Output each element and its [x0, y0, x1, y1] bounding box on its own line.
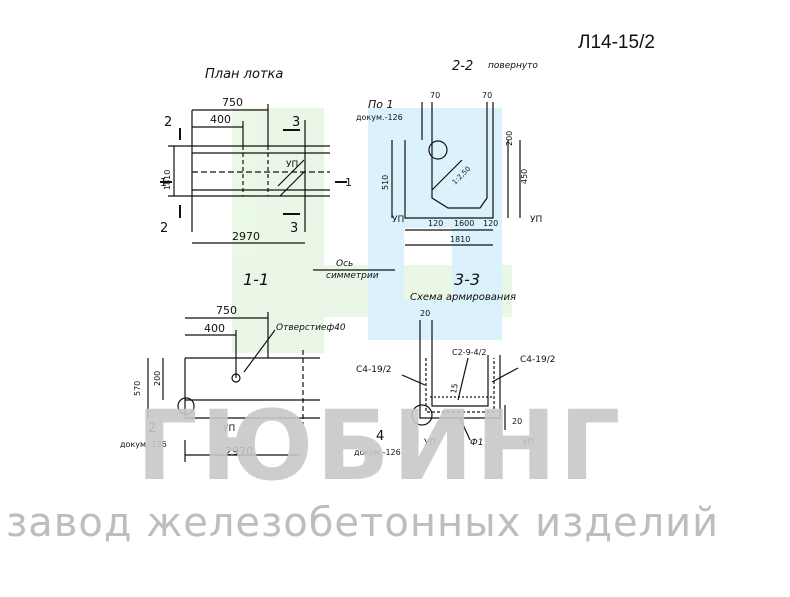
section-3-3-dim-20a: 20 — [420, 309, 430, 318]
section-1-1-ref-item: 2 — [148, 421, 156, 436]
section-1-1-hole: Отверстиеф40 — [276, 323, 346, 333]
watermark-name: ГЮБИНГ — [136, 390, 624, 502]
plan-dim-1810: 1810 — [163, 170, 172, 190]
section-1-1-dim-2970: 2970 — [225, 445, 253, 458]
plan-view — [160, 104, 347, 244]
document-code: Л14-15/2 — [578, 32, 655, 53]
section-3-3-mesh-right: С4-19/2 — [520, 355, 555, 365]
section-2-2-dim-450: 450 — [520, 169, 529, 184]
section-3-3-title: 3-3 — [454, 270, 480, 289]
section-2-2-dim-1600: 1600 — [454, 219, 474, 228]
section-2-2-dim-510: 510 — [381, 175, 390, 190]
section-1-1-dim-750: 750 — [216, 304, 237, 317]
section-1-1-dim-400: 400 — [204, 322, 225, 335]
section-2-2-dim-120a: 120 — [428, 219, 443, 228]
watermark-tagline: завод железобетонных изделий — [6, 500, 720, 546]
section-2-2-view — [391, 102, 521, 246]
section-1-1-up: УП — [223, 424, 235, 434]
section-2-2-ref-doc: докум.-126 — [356, 113, 403, 122]
section-3-3-ref-item: 4 — [376, 429, 384, 444]
plan-dim-750: 750 — [222, 96, 243, 109]
section-1-1-dim-200: 200 — [153, 371, 162, 386]
plan-cut-2-bottom: 2 — [160, 221, 168, 236]
section-3-3-subtitle: Схема армирования — [410, 292, 516, 303]
plan-up-label: УП — [286, 160, 298, 170]
section-3-3-mesh-left: С4-19/2 — [356, 365, 391, 375]
plan-dim-400: 400 — [210, 113, 231, 126]
section-2-2-dim-70a: 70 — [430, 91, 440, 100]
section-3-3-up-a: УП — [424, 438, 436, 448]
section-3-3-dim-20b: 20 — [512, 417, 522, 426]
plan-title: План лотка — [205, 67, 283, 82]
axis-label-line1: Ось — [336, 259, 353, 269]
section-3-3-mesh-mid: С2-9-4/2 — [452, 348, 486, 357]
watermark-logo — [232, 108, 512, 353]
section-2-2-ref-item: По 1 — [368, 98, 394, 111]
axis-label-line2: симметрии — [326, 271, 379, 281]
section-2-2-dim-200: 200 — [505, 131, 514, 146]
plan-cut-3-top: 3 — [292, 115, 300, 130]
section-2-2-dim-120b: 120 — [483, 219, 498, 228]
section-3-3-view — [401, 320, 519, 441]
plan-cut-1-right: 1 — [345, 176, 352, 189]
section-2-2-dim-70b: 70 — [482, 91, 492, 100]
section-2-2-up-right: УП — [530, 215, 542, 225]
plan-dim-2970: 2970 — [232, 230, 260, 243]
section-2-2-subtitle: повернуто — [488, 61, 538, 71]
plan-cut-3-bottom: 3 — [290, 221, 298, 236]
section-3-3-label-15: 15 — [449, 383, 460, 395]
section-2-2-dim-1810: 1810 — [450, 235, 470, 244]
section-1-1-title: 1-1 — [243, 270, 269, 289]
plan-cut-1-left: 1 — [160, 176, 167, 189]
section-1-1-view — [147, 312, 320, 462]
section-2-2-up-left: УП — [392, 215, 404, 225]
section-2-2-title: 2-2 — [452, 59, 473, 74]
section-1-1-dim-570: 570 — [133, 381, 142, 396]
section-1-1-ref-doc: докум.-126 — [120, 440, 167, 449]
section-3-3-up-b: УП — [522, 438, 534, 448]
plan-cut-2-top: 2 — [164, 115, 172, 130]
section-3-3-phi1: Ф1 — [470, 438, 483, 448]
section-3-3-ref-doc: докум.-126 — [354, 448, 401, 457]
